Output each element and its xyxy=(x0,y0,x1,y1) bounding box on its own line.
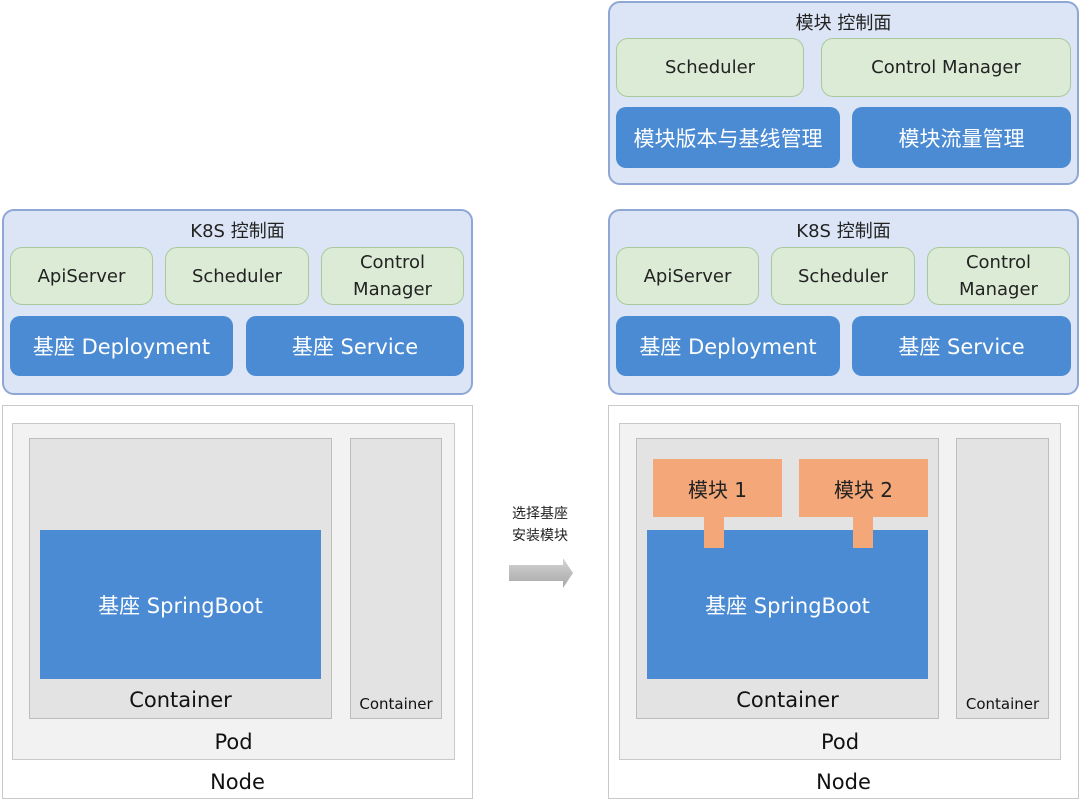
left-apiserver: ApiServer xyxy=(10,247,153,305)
right-arrow-icon xyxy=(509,558,573,588)
left-scheduler: Scheduler xyxy=(165,247,309,305)
left-container-side-label: Container xyxy=(359,695,433,713)
right-node-label: Node xyxy=(816,770,871,794)
right-pod-label: Pod xyxy=(820,730,860,754)
module-traffic-management: 模块流量管理 xyxy=(852,107,1071,168)
right-base-springboot: 基座 SpringBoot xyxy=(647,530,928,679)
module-version-baseline: 模块版本与基线管理 xyxy=(616,107,840,168)
right-base-service: 基座 Service xyxy=(852,316,1071,376)
left-container-side: Container xyxy=(350,438,442,719)
left-node-label: Node xyxy=(210,770,265,794)
module1-connector xyxy=(704,516,724,548)
right-apiserver: ApiServer xyxy=(616,247,759,305)
module-control-manager: Control Manager xyxy=(821,38,1071,97)
left-container-main-label: Container xyxy=(129,688,232,712)
module2-connector xyxy=(853,516,873,548)
module-scheduler: Scheduler xyxy=(616,38,804,97)
left-control-manager: Control Manager xyxy=(321,247,464,305)
module1-box: 模块 1 xyxy=(653,459,782,517)
right-scheduler: Scheduler xyxy=(771,247,915,305)
left-base-service: 基座 Service xyxy=(246,316,464,376)
right-container-side-label: Container xyxy=(965,695,1040,713)
left-pod-label: Pod xyxy=(214,730,253,754)
module-control-plane-title: 模块 控制面 xyxy=(795,13,892,34)
left-base-springboot: 基座 SpringBoot xyxy=(40,530,321,679)
right-control-manager: Control Manager xyxy=(927,247,1070,305)
arrow-caption-line2: 安装模块 xyxy=(512,528,568,544)
right-container-side: Container xyxy=(956,438,1049,719)
arrow-caption-line1: 选择基座 xyxy=(512,506,568,522)
right-container-main-label: Container xyxy=(736,688,839,712)
left-k8s-title: K8S 控制面 xyxy=(190,221,285,242)
module2-box: 模块 2 xyxy=(799,459,928,517)
right-k8s-title: K8S 控制面 xyxy=(796,221,891,242)
left-base-deployment: 基座 Deployment xyxy=(10,316,233,376)
right-base-deployment: 基座 Deployment xyxy=(616,316,840,376)
